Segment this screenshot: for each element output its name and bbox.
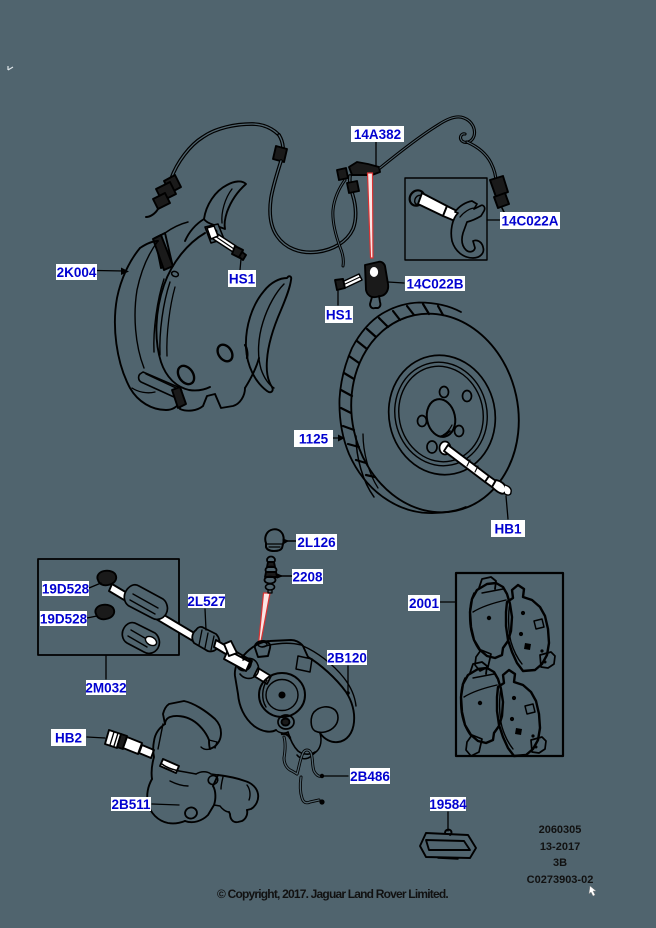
svg-text:14A382: 14A382 [354,127,401,142]
svg-text:19D528: 19D528 [42,581,90,596]
svg-text:14C022B: 14C022B [406,276,463,291]
svg-text:2B120: 2B120 [327,650,367,665]
svg-text:2L527: 2L527 [187,594,225,609]
svg-text:HS1: HS1 [229,271,256,286]
svg-text:HB2: HB2 [55,730,82,745]
svg-text:19584: 19584 [429,797,467,812]
svg-text:HS1: HS1 [326,307,353,322]
svg-text:2B486: 2B486 [350,769,390,784]
svg-text:2M032: 2M032 [85,680,126,695]
svg-text:2B511: 2B511 [111,797,151,812]
svg-text:1125: 1125 [299,431,329,446]
svg-text:19D528: 19D528 [40,611,88,626]
svg-text:HB1: HB1 [494,521,521,536]
svg-text:2208: 2208 [292,569,323,584]
svg-text:2K004: 2K004 [57,265,97,280]
svg-text:2L126: 2L126 [297,535,336,550]
svg-text:14C022A: 14C022A [501,213,558,228]
svg-text:2001: 2001 [409,596,440,611]
